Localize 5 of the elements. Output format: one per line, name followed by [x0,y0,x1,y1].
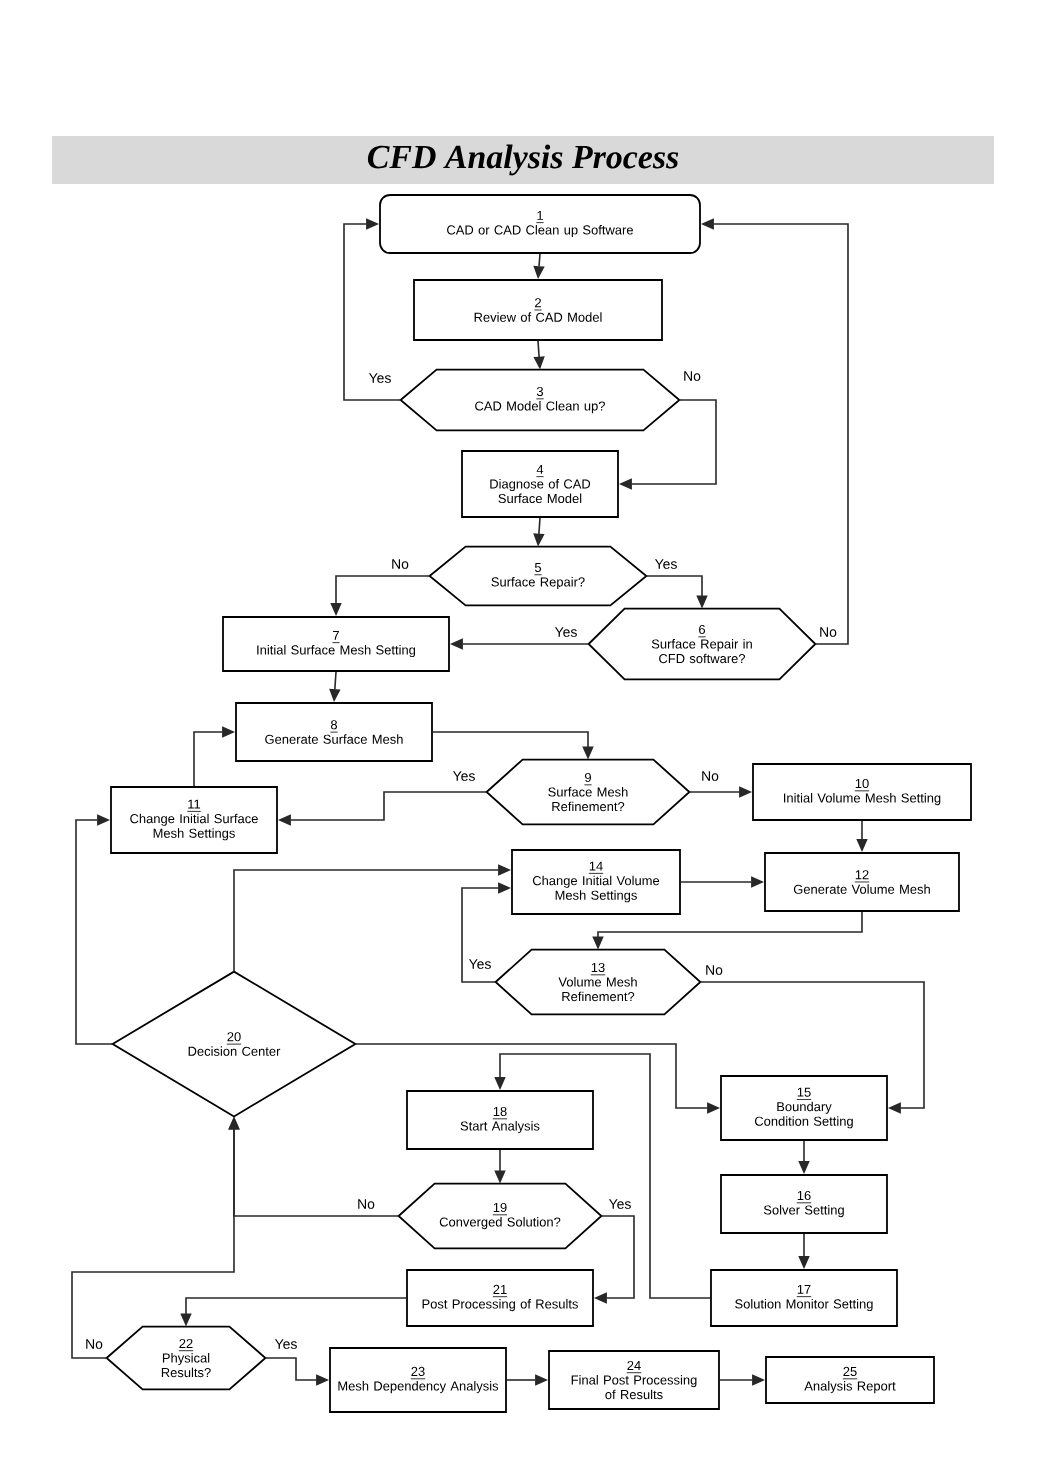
arrow [494,1053,711,1299]
arrow [75,814,114,1045]
arrow [343,218,402,401]
arrow [699,981,925,1114]
title-banner: CFD Analysis Process [52,136,994,184]
